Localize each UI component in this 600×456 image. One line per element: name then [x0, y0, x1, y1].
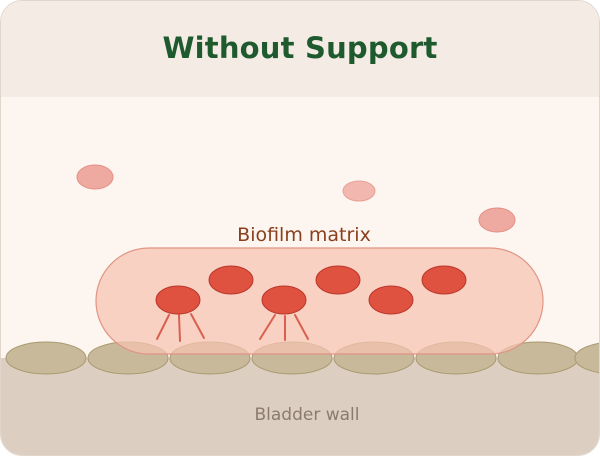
- bacterium: [315, 265, 361, 295]
- wall-cell: [5, 341, 87, 375]
- bacterium: [421, 265, 467, 295]
- adhesion-pili: [156, 313, 309, 342]
- diagram-title: Without Support: [162, 31, 438, 65]
- free-bacterium: [76, 164, 114, 190]
- bacterium: [261, 285, 307, 315]
- bladder-wall-label: Bladder wall: [254, 405, 359, 425]
- biofilm-matrix-label: Biofilm matrix: [237, 224, 371, 246]
- header-band: [1, 1, 599, 97]
- free-bacterium: [342, 180, 376, 202]
- free-bacterium: [478, 207, 516, 233]
- bacterium: [208, 265, 254, 295]
- bacterium: [368, 285, 414, 315]
- wall-cell: [574, 342, 599, 374]
- bacterium: [155, 285, 201, 315]
